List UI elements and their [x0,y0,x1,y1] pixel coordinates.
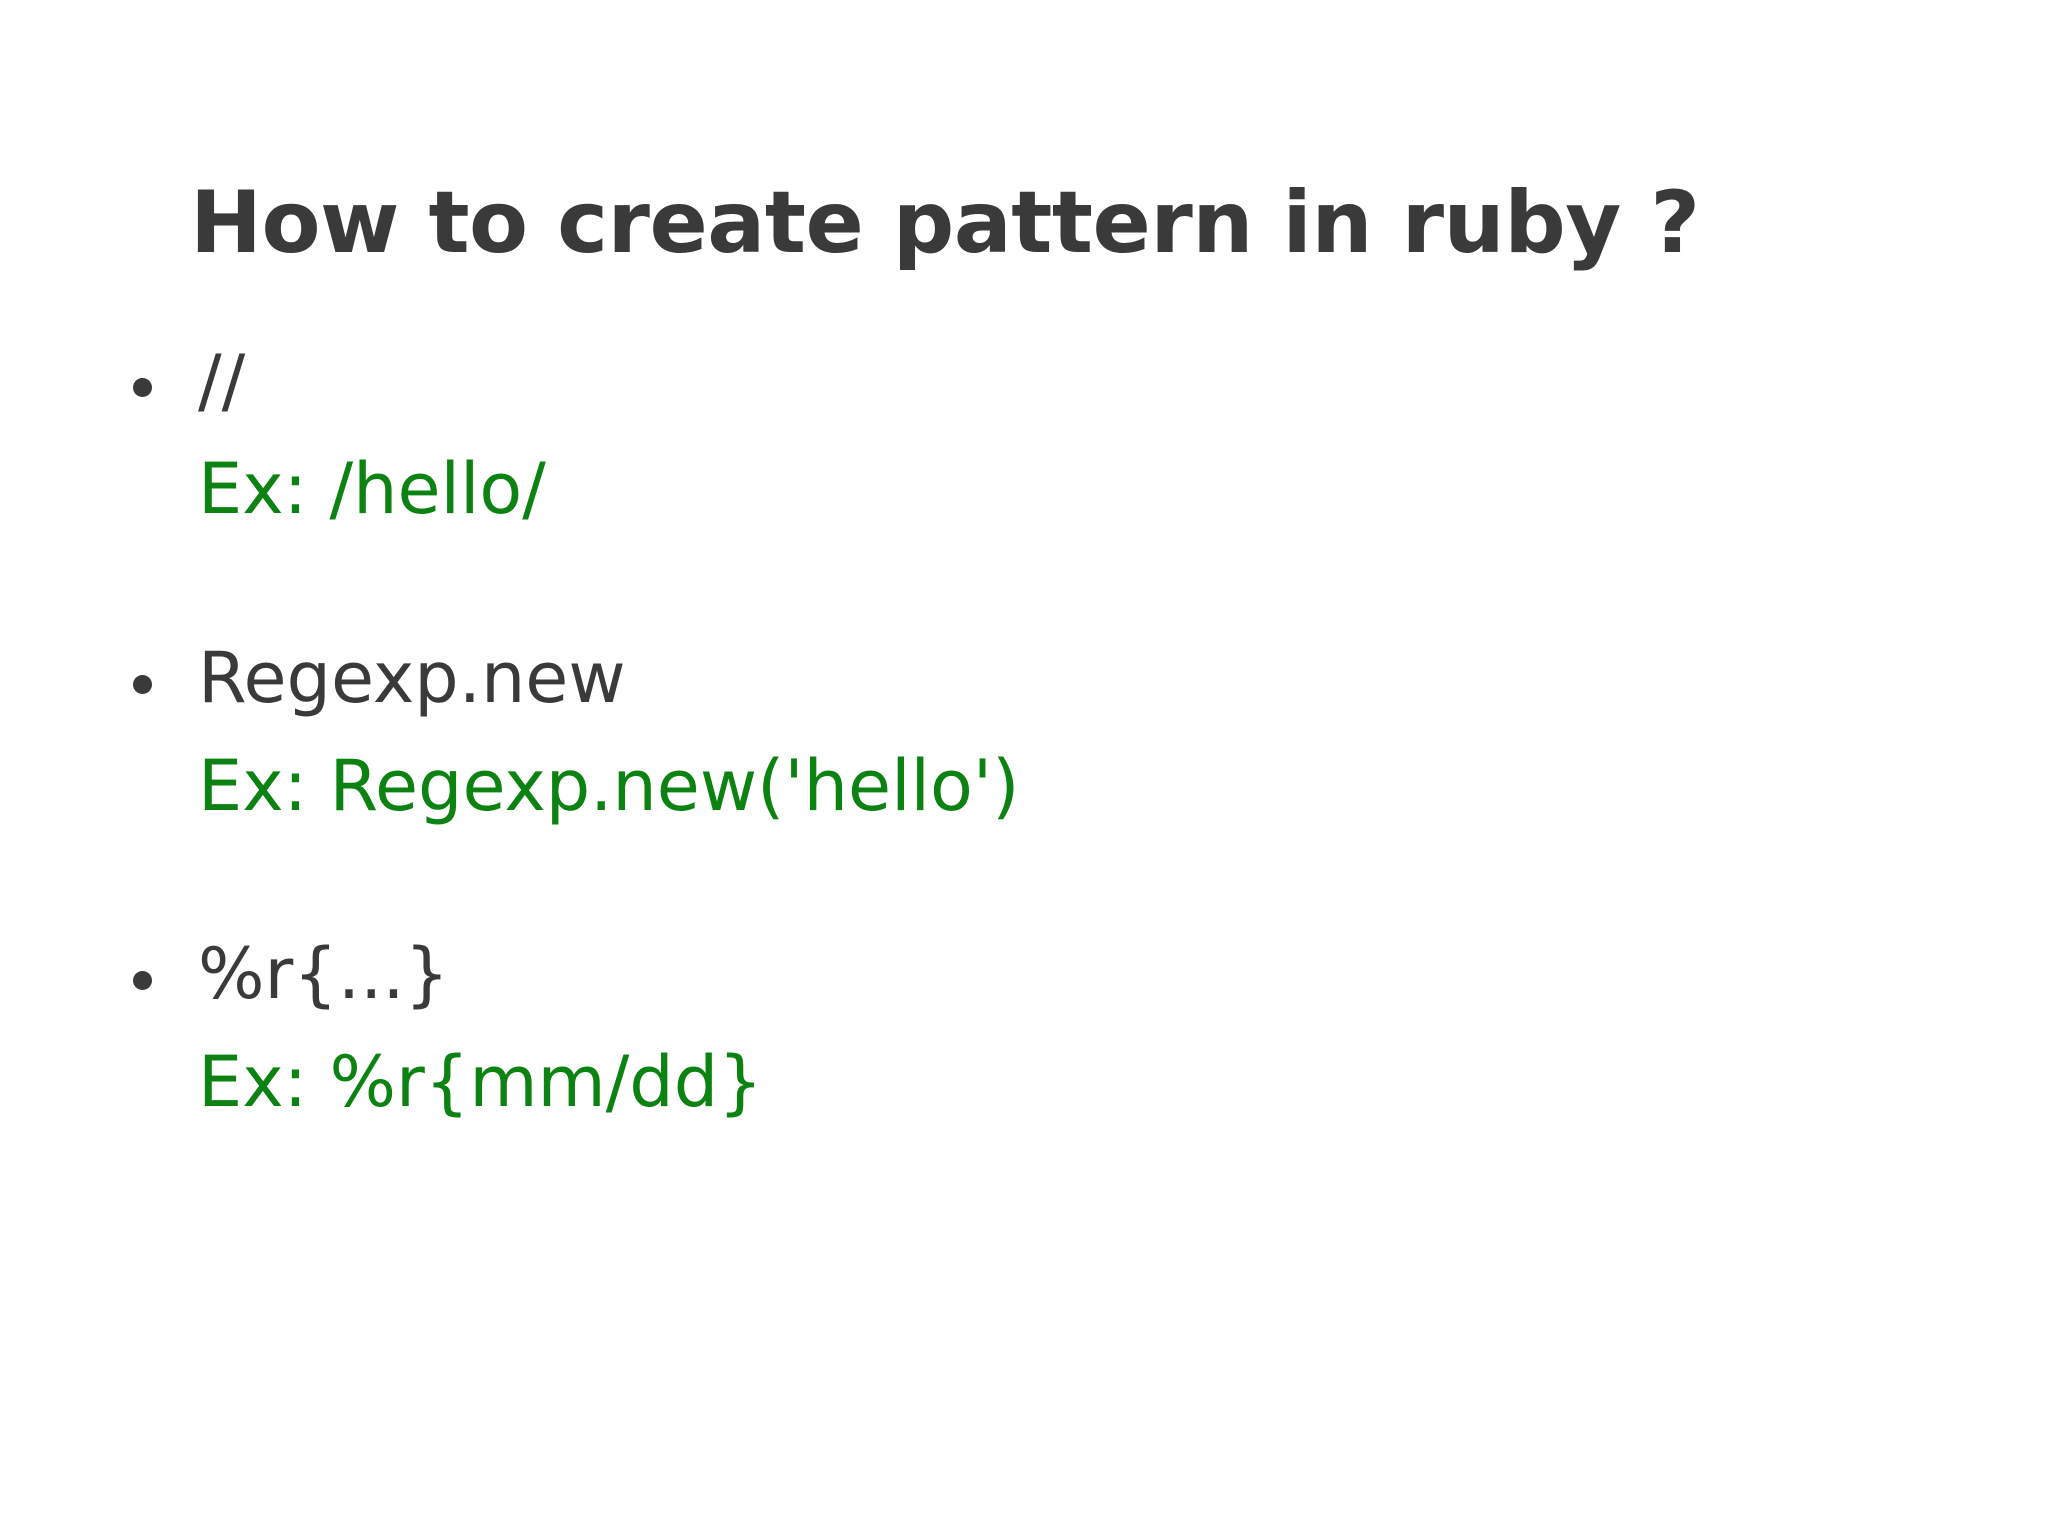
bullet-row: // [0,340,2048,432]
bullet-example: Ex: Regexp.new('hello') [198,744,1020,827]
list-item: %r{...} Ex: %r{mm/dd} [0,933,2048,1124]
page-title: How to create pattern in ruby ? [190,172,1700,273]
bullet-dot-icon [133,971,152,991]
bullet-example: Ex: %r{mm/dd} [198,1041,763,1124]
bullet-dot-icon [133,674,152,694]
bullet-label: %r{...} [198,933,450,1016]
list-item: // Ex: /hello/ [0,340,2048,531]
bullet-list: // Ex: /hello/ Regexp.new Ex: Regexp.new… [0,340,2048,1124]
bullet-row: Regexp.new [0,637,2048,729]
bullet-example: Ex: /hello/ [198,448,546,530]
list-item: Regexp.new Ex: Regexp.new('hello') [0,637,2048,828]
bullet-label: Regexp.new [198,636,626,719]
bullet-dot-icon [133,378,152,397]
bullet-label: // [198,340,246,422]
bullet-row: %r{...} [0,933,2048,1025]
